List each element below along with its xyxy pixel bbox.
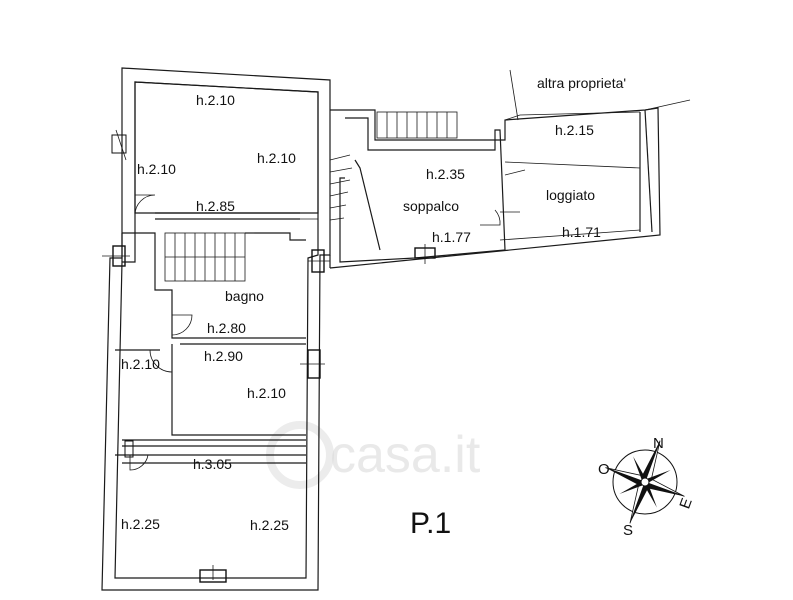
- bottom-room-h-left: h.2.25: [121, 516, 160, 532]
- soppalco-label: soppalco: [403, 198, 459, 214]
- annex-openings: [414, 209, 520, 264]
- watermark-text: casa.it: [330, 426, 481, 484]
- neighbor-boundary: [504, 69, 691, 121]
- top-room-h-bottom: h.2.85: [196, 198, 235, 214]
- compass-south: S: [623, 522, 633, 539]
- loggiato-label: loggiato: [546, 187, 595, 203]
- stairs-main: [164, 232, 246, 282]
- bagno-height: h.2.80: [207, 320, 246, 336]
- watermark: casa.it: [266, 421, 481, 489]
- soppalco-height-top: h.2.35: [426, 166, 465, 182]
- middle-room-h-top: h.2.90: [204, 348, 243, 364]
- soppalco-height-bottom: h.1.77: [432, 229, 471, 245]
- loggiato-height-top: h.2.15: [555, 122, 594, 138]
- top-room-h-top: h.2.10: [196, 92, 235, 108]
- labels: h.2.10 h.2.10 h.2.10 h.2.85 bagno h.2.80…: [121, 75, 626, 540]
- loggiato-height-bottom: h.1.71: [562, 224, 601, 240]
- window-marks: [102, 245, 330, 583]
- stairs-annex: [329, 111, 458, 221]
- floor-label: P.1: [410, 507, 451, 540]
- bottom-room-h-top: h.3.05: [193, 456, 232, 472]
- bagno-label: bagno: [225, 288, 264, 304]
- neighbor-label: altra proprieta': [537, 75, 626, 91]
- middle-room-walls: [115, 344, 306, 447]
- compass-west: O: [598, 461, 610, 478]
- compass-north: N: [653, 435, 664, 452]
- door-top-left: [111, 129, 156, 216]
- compass-east: E: [676, 496, 695, 511]
- bottom-room-walls: [115, 440, 306, 471]
- bagno-walls: [121, 232, 306, 345]
- middle-room-h-left: h.2.10: [121, 356, 160, 372]
- annex-walls: [329, 107, 661, 269]
- top-room-h-right: h.2.10: [257, 150, 296, 166]
- middle-room-h-right: h.2.10: [247, 385, 286, 401]
- compass-rose-icon: N S O E: [598, 435, 696, 539]
- top-room-walls: [134, 81, 319, 220]
- bottom-room-h-right: h.2.25: [250, 517, 289, 533]
- top-room-h-left: h.2.10: [137, 161, 176, 177]
